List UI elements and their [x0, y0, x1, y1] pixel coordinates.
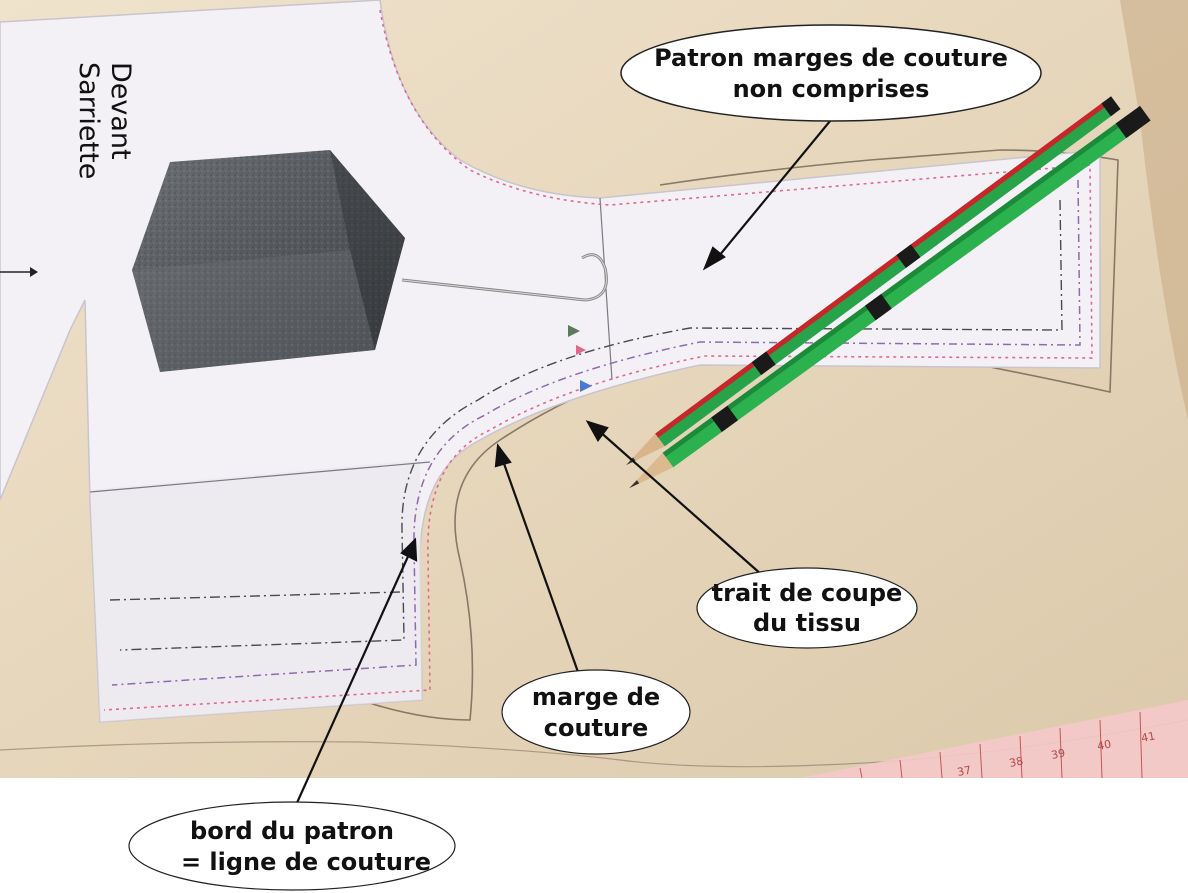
arrow-head: [585, 420, 609, 443]
seam-line-dark-2: [109, 591, 401, 601]
grain-arrow-head: [30, 267, 38, 277]
notch-marker: [580, 380, 592, 392]
table-edge: [1120, 0, 1188, 420]
bubble-pattern-no-allowance: Patron marges de couture non comprises: [620, 24, 1042, 122]
bubble-text-line: Patron marges de couture: [654, 44, 1008, 72]
arrow-cut-line: [597, 429, 763, 576]
arrow-head: [494, 443, 512, 468]
seam-line-dark: [119, 199, 1063, 651]
ruler-number: 37: [956, 764, 972, 779]
notch-marker: [576, 345, 586, 355]
bubble-cut-line: trait de coupe du tissu: [696, 567, 918, 649]
ruler-number: 40: [1096, 738, 1112, 753]
bubble-text-line: = ligne de couture: [181, 848, 431, 876]
seam-line-pink: [103, 9, 1093, 711]
bubble-pattern-edge: bord du patron = ligne de couture: [128, 801, 456, 891]
bubble-text-line: trait de coupe: [712, 579, 903, 607]
bubble-text-line: bord du patron: [190, 817, 394, 845]
ruler-number: 39: [1050, 747, 1066, 762]
arrow-head: [400, 537, 418, 562]
arrow-pattern-edge: [294, 551, 412, 806]
arrow-seam-allowance: [500, 457, 580, 673]
ruler-number: 41: [1140, 730, 1156, 745]
pattern-label-line1: Devant: [105, 62, 136, 160]
arrow-head: [702, 246, 726, 271]
bubble-text-line: non comprises: [733, 75, 930, 103]
pencils: [626, 96, 1151, 489]
pattern-line: [89, 461, 431, 493]
seam-line-purple: [111, 179, 1081, 686]
bubble-text-line: du tissu: [753, 609, 861, 637]
ruler: 37 38 39 40 41: [800, 700, 1188, 779]
bubble-text-line: couture: [544, 714, 648, 742]
arrow-pattern: [713, 114, 836, 263]
pattern-label-line2: Sarriette: [73, 62, 104, 179]
ruler-number: 38: [1008, 755, 1024, 770]
pattern-paper-shade: [90, 460, 422, 722]
bubble-text-line: marge de: [532, 683, 660, 711]
pattern-weight: [132, 150, 608, 372]
notch-marker: [568, 325, 580, 337]
bubble-seam-allowance: marge de couture: [501, 669, 691, 755]
